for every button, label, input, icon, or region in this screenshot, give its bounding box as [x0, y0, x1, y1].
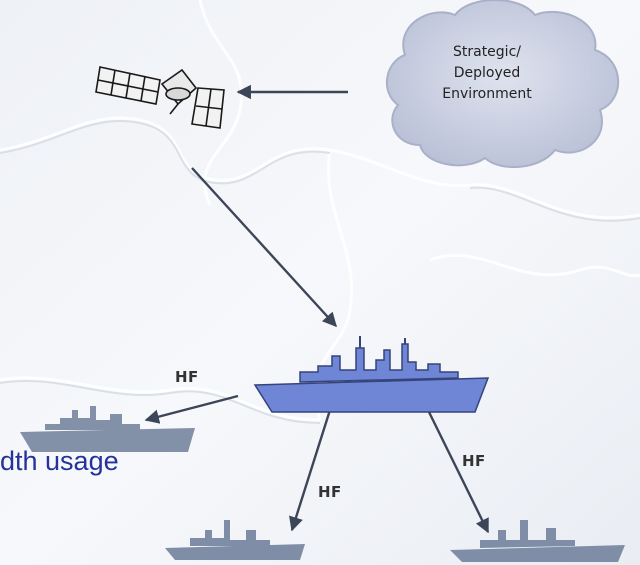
bottom-left-ship-icon — [165, 520, 305, 560]
hf-bottom-right-label: HF — [462, 452, 486, 470]
main-ship-icon — [253, 336, 490, 413]
satellite-to-ship-arrow — [191, 167, 337, 328]
hf-bottom-left-label: HF — [318, 483, 342, 501]
bottom-right-ship-icon — [450, 520, 625, 562]
hf-bottom-left-arrow — [289, 409, 332, 532]
cloud-label: Strategic/ Deployed Environment — [412, 42, 562, 105]
hf-left-arrow — [144, 394, 239, 424]
strategic-cloud — [385, 0, 620, 168]
satellite-icon — [95, 66, 225, 129]
cloud-label-line-1: Strategic/ — [452, 44, 521, 60]
hf-bottom-right-arrow — [426, 409, 490, 534]
caption-text: dth usage — [0, 446, 119, 476]
hf-left-label: HF — [175, 368, 199, 386]
left-ship-icon — [20, 406, 195, 452]
puzzle-shadows — [0, 120, 640, 424]
puzzle-background — [0, 0, 640, 420]
cloud-label-line-3: Environment — [442, 86, 532, 102]
links — [144, 84, 490, 534]
cloud-label-line-2: Deployed — [453, 65, 521, 81]
